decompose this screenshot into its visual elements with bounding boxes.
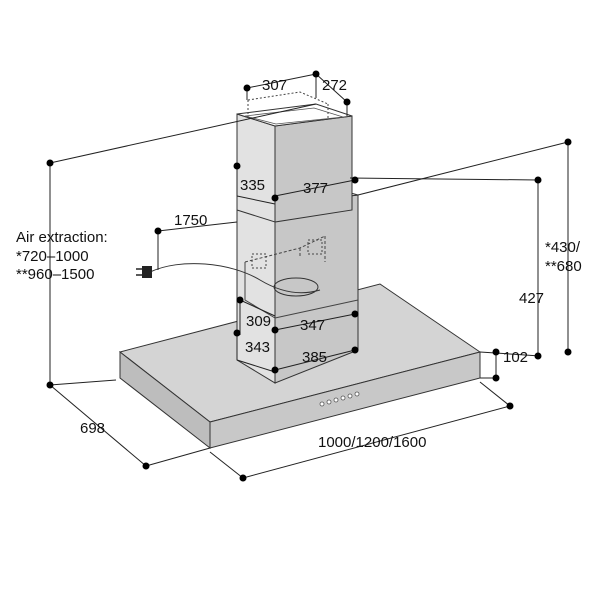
- dim-total-height: 1750: [174, 212, 207, 229]
- power-plug: [136, 266, 152, 278]
- dim-canopy-depth: 698: [80, 420, 105, 437]
- dim-duct-side-lower: 309: [246, 313, 271, 330]
- power-cable: [149, 263, 321, 294]
- dim-outlet-height-line1: *430/: [545, 239, 581, 256]
- air-extraction-title: Air extraction:: [16, 229, 108, 246]
- dim-canopy-width: 1000/1200/1600: [318, 434, 426, 451]
- dim-duct-front-bottom: 385: [302, 349, 327, 366]
- cable-coil: [273, 277, 319, 297]
- dim-duct-width-top: 307: [262, 77, 287, 94]
- air-extraction-line1: *720–1000: [16, 248, 89, 265]
- dim-duct-side-upper: 335: [240, 177, 265, 194]
- dim-canopy-right-height: 427: [519, 290, 544, 307]
- dim-outlet-height-line2: **680: [545, 258, 582, 275]
- upper-duct-bracket: [247, 91, 329, 120]
- upper-duct-opening: [244, 107, 344, 125]
- dim-duct-front-upper: 377: [303, 180, 328, 197]
- dim-duct-depth-top: 272: [322, 77, 347, 94]
- inner-bracket: [244, 235, 359, 319]
- dim-duct-side-bottom: 343: [245, 339, 270, 356]
- upper-duct-side: [274, 115, 353, 223]
- dim-duct-front-lower: 347: [300, 317, 325, 334]
- upper-duct-front: [236, 113, 276, 223]
- dim-canopy-thickness: 102: [503, 349, 528, 366]
- dimension-lines: [49, 73, 569, 479]
- dimension-dots: [46, 70, 572, 482]
- control-buttons: [319, 391, 360, 407]
- air-extraction-line2: **960–1500: [16, 266, 94, 283]
